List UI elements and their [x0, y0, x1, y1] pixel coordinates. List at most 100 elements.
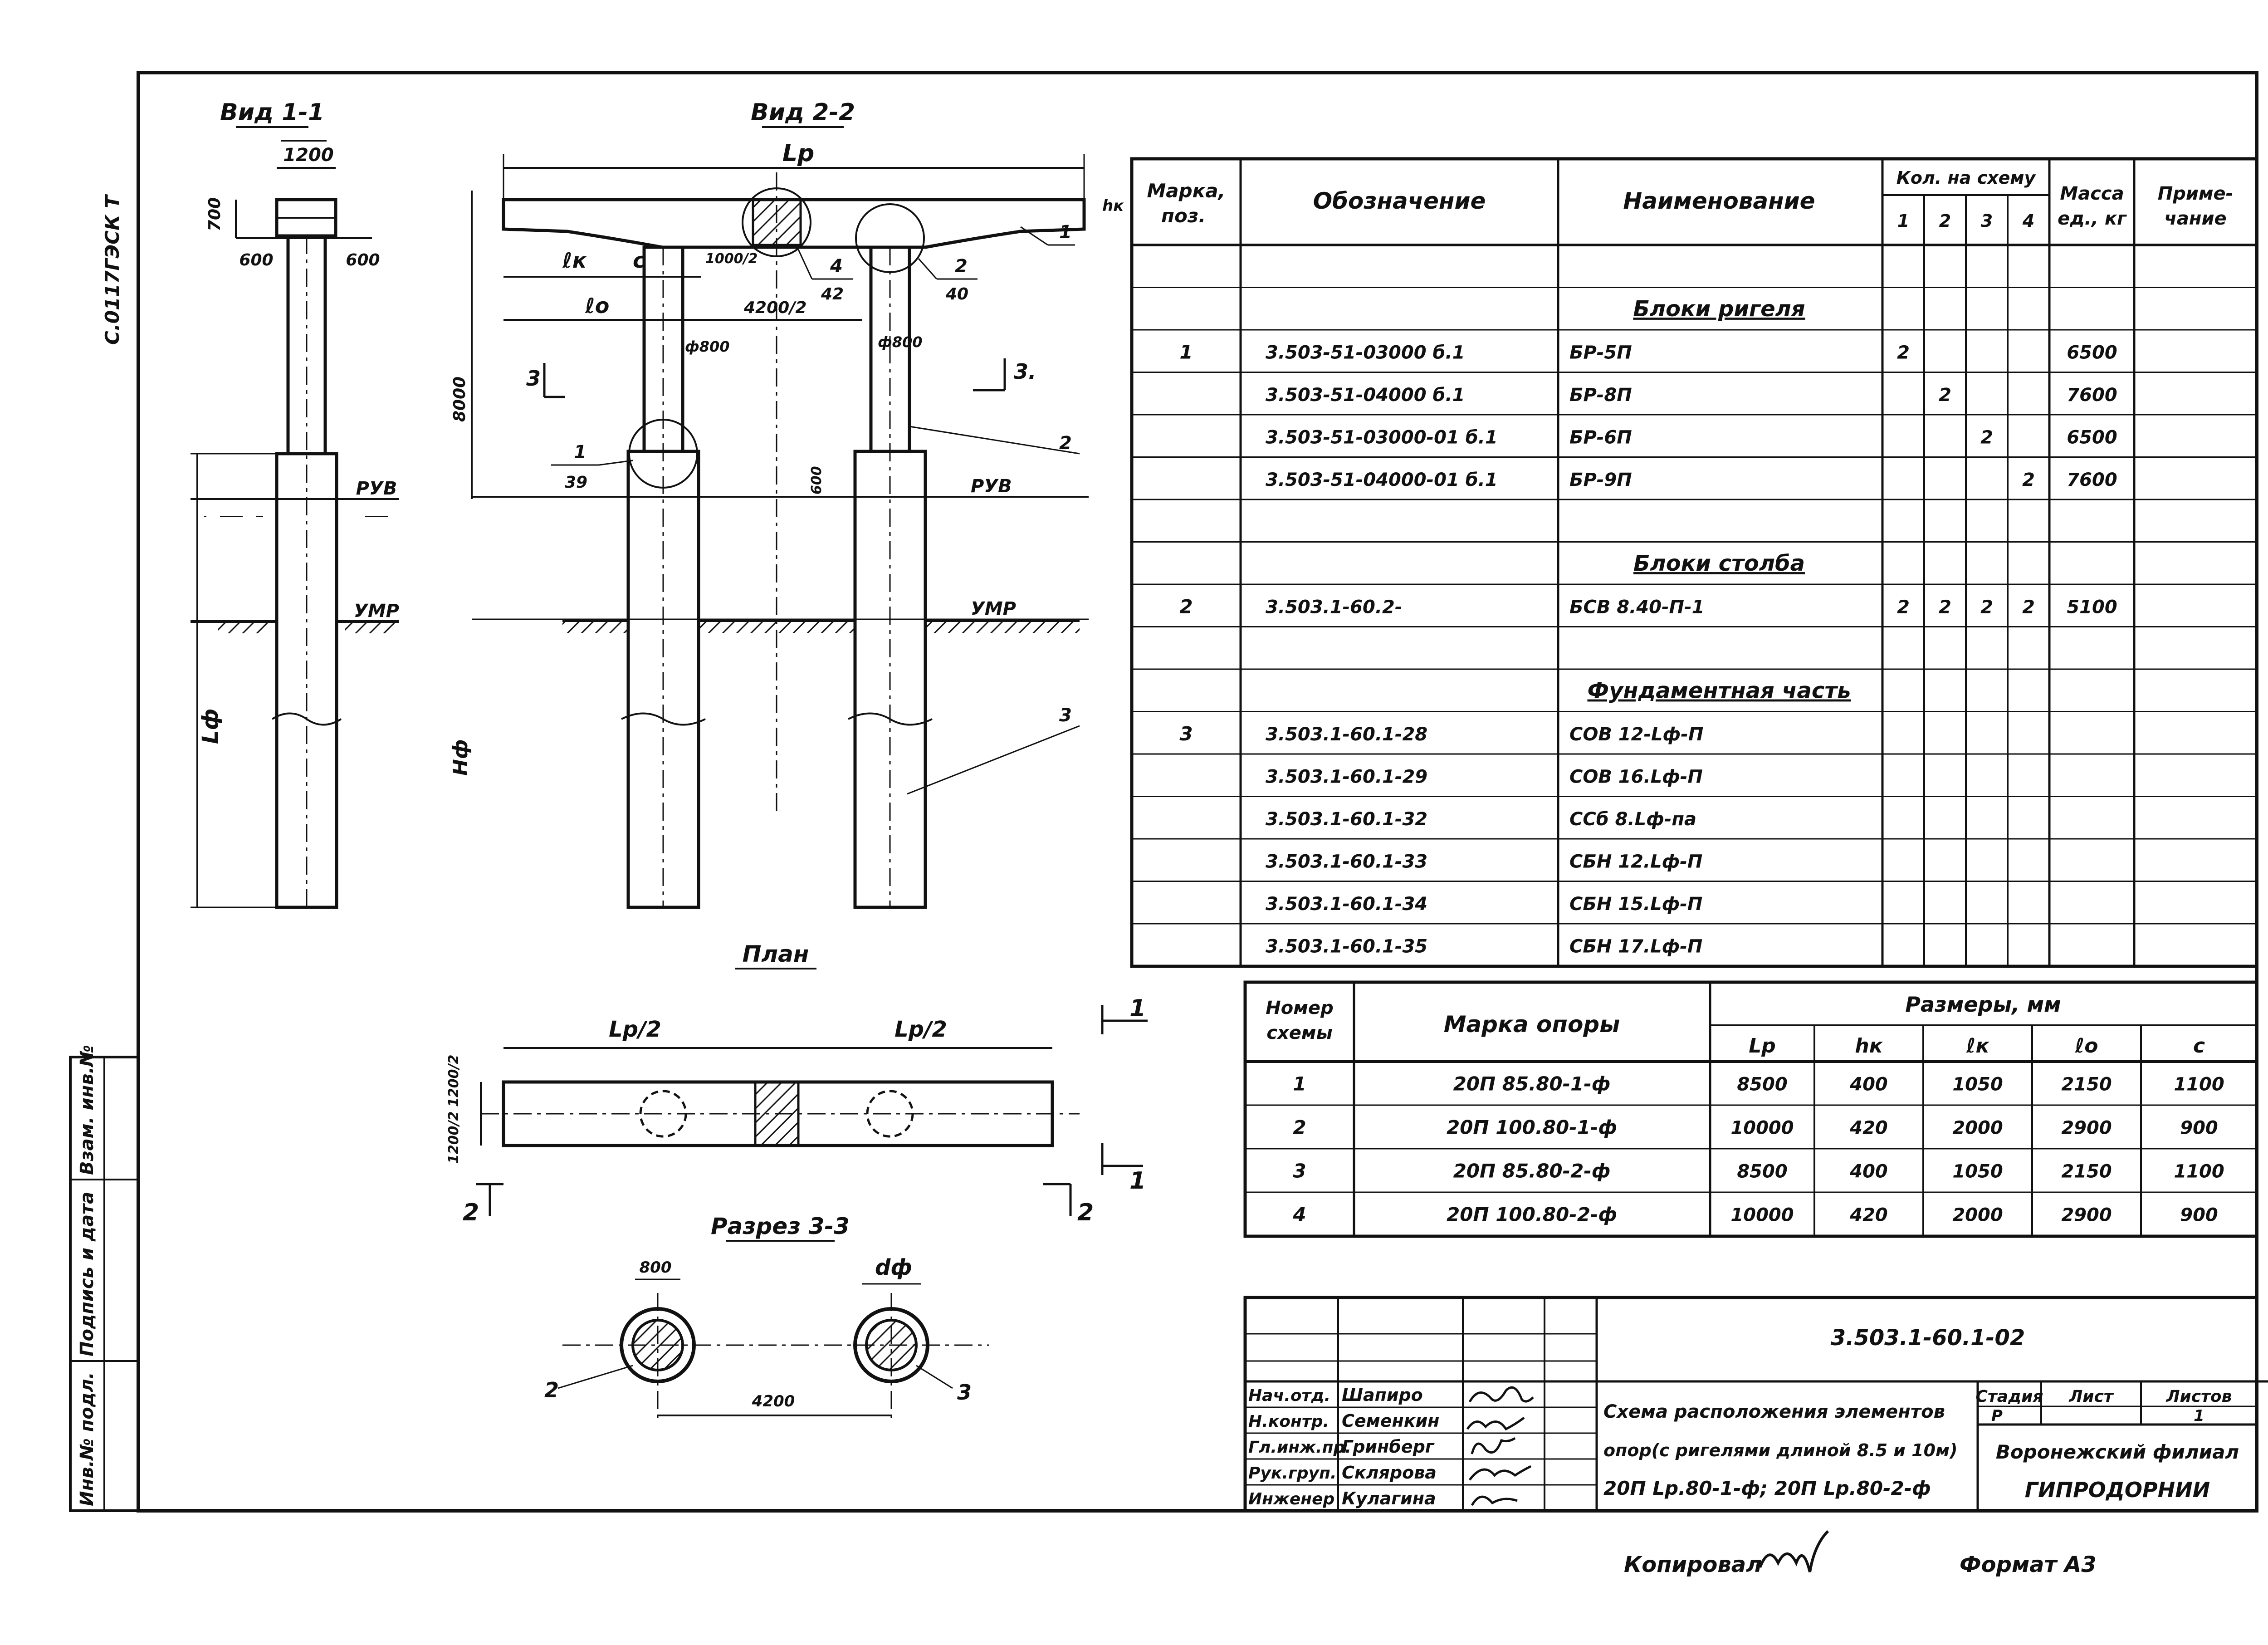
tb-sheets: 1 [2194, 1407, 2204, 1425]
callout-2-ref: 40 [945, 285, 968, 304]
spec-row-mass: 5100 [2067, 597, 2117, 618]
dims-th-Lp: Lр [1749, 1034, 1776, 1058]
dims-row-scheme: 1 [1293, 1072, 1306, 1095]
spec-section-title: Блоки столба [1633, 551, 1805, 576]
tb-sheet-label: Лист [2068, 1387, 2114, 1406]
th-count-3: 3 [1981, 211, 1993, 231]
staff-rows: Нач.отд.ШапироН.контр.СеменкинГл.инж.пр.… [1248, 1385, 1439, 1508]
staff-name: Гринберг [1342, 1437, 1435, 1457]
v22-lp: Lр [782, 140, 814, 167]
spec-row-designation: 3.503-51-03000-01 б.1 [1266, 427, 1498, 448]
v22-half: 4200/2 [743, 299, 807, 317]
spec-row-designation: 3.503-51-03000 б.1 [1266, 343, 1465, 363]
tb-sheets-label: Листов [2166, 1387, 2232, 1406]
staff-name: Шапиро [1342, 1385, 1423, 1405]
dims-row-value: 1050 [1952, 1161, 2003, 1182]
signature-3 [1471, 1437, 1516, 1454]
spec-row-count-4: 2 [2022, 470, 2035, 490]
signature-2 [1466, 1416, 1525, 1431]
spec-row-name: СБН 15.Lф-П [1569, 894, 1702, 915]
tb-stage-label: Стадия [1976, 1387, 2043, 1406]
dims-row-scheme: 2 [1293, 1116, 1306, 1138]
title-block: 3.503.1-60.1-02 Схема расположения элеме… [1243, 1296, 2268, 1513]
signature-4 [1469, 1465, 1532, 1481]
v22-l0: ℓо [585, 294, 609, 318]
plan-w2: 1200/2 [446, 1055, 462, 1107]
tb-title-2: опор(с ригелями длиной 8.5 и 10м) [1603, 1440, 1957, 1460]
dims-row-value: 2150 [2061, 1161, 2112, 1182]
spec-row-mass: 6500 [2067, 427, 2117, 448]
footer-format: Формат А3 [1960, 1552, 2097, 1577]
spec-row-mark: 2 [1179, 596, 1193, 618]
plan-cut-1: 1 [1129, 995, 1146, 1022]
plan-view: План Lр/2 Lр/2 1200/2 1200/2 1 1 2 2 [446, 941, 1148, 1226]
v22-lk: ℓк [562, 248, 587, 273]
th-mark-2: поз. [1161, 205, 1206, 227]
spec-row-designation: 3.503.1-60.1-35 [1266, 936, 1427, 957]
view-1-1: Вид 1-1 1200 700 600 600 Lф РУВ УМР [191, 99, 399, 909]
th-mark-1: Марка, [1147, 180, 1225, 202]
th-note-1: Приме- [2158, 183, 2234, 204]
side-stamp-inv: Инв.№ подл. [77, 1372, 98, 1506]
dims-row-value: 400 [1849, 1074, 1888, 1095]
dims-row-value: 10000 [1730, 1117, 1794, 1138]
spec-row-mass: 7600 [2067, 385, 2117, 406]
dims-th-mark: Марка опоры [1444, 1011, 1620, 1038]
spec-row-designation: 3.503.1-60.1-33 [1266, 852, 1427, 872]
section-d800: 800 [640, 1258, 672, 1277]
v22-mark3b: 3. [1014, 359, 1036, 384]
spec-row-designation: 3.503.1-60.1-32 [1266, 809, 1427, 830]
dims-row-value: 900 [2180, 1117, 2218, 1138]
dims-th-l0: ℓо [2075, 1034, 2098, 1058]
spec-row-name: БР-9П [1569, 470, 1632, 490]
spec-row-mass: 7600 [2067, 470, 2117, 490]
section-df: dф [875, 1255, 912, 1280]
v11-top-dim: 1200 [283, 145, 333, 166]
v11-ruv: РУВ [356, 478, 397, 499]
dims-row-value: 10000 [1730, 1204, 1794, 1225]
spec-row-mark: 1 [1179, 341, 1193, 363]
dims-table: Номер схемы Марка опоры Размеры, мм Lр h… [1243, 980, 2258, 1238]
spec-row-designation: 3.503.1-60.1-34 [1266, 894, 1427, 915]
th-designation: Обозначение [1313, 188, 1486, 214]
spec-row-name: БР-6П [1569, 427, 1632, 448]
side-stamp-sign: Подпись и дата [77, 1192, 98, 1356]
th-mass-1: Масса [2060, 183, 2124, 204]
plan-half2: Lр/2 [894, 1017, 947, 1042]
dims-row-value: 2150 [2061, 1074, 2112, 1095]
dims-row-mark: 20П 85.80-1-ф [1453, 1072, 1611, 1095]
v22-umr: УМР [971, 598, 1016, 619]
v22-hf: Нф [449, 739, 472, 776]
th-name: Наименование [1623, 188, 1815, 214]
spec-row-count-3: 2 [1980, 427, 1993, 448]
dims-row-value: 420 [1849, 1117, 1888, 1138]
v22-h600: 600 [809, 466, 825, 494]
staff-role: Н.контр. [1248, 1412, 1329, 1431]
spec-row-count-1: 2 [1897, 343, 1910, 363]
spec-row-count-1: 2 [1897, 597, 1910, 618]
spec-section-title: Фундаментная часть [1587, 678, 1851, 704]
callout-1-ref: 39 [565, 473, 587, 492]
spec-row-name: СОВ 16.Lф-П [1569, 767, 1703, 788]
dims-row-value: 2900 [2061, 1204, 2112, 1225]
dims-row-value: 2900 [2061, 1117, 2112, 1138]
spec-row-designation: 3.503.1-60.1-28 [1266, 724, 1427, 745]
staff-role: Нач.отд. [1248, 1386, 1330, 1405]
section-m3: 3 [957, 1380, 972, 1405]
th-count-2: 2 [1939, 211, 1951, 231]
spec-row-name: СБН 17.Lф-П [1569, 936, 1702, 957]
signature-1 [1468, 1386, 1534, 1403]
spec-table: Марка, поз. Обозначение Наименование Кол… [1130, 157, 2258, 968]
v22-d1000: 1000/2 [705, 251, 758, 267]
th-note-2: чание [2164, 208, 2226, 229]
spec-row-count-4: 2 [2022, 597, 2035, 618]
view-1-1-title: Вид 1-1 [220, 99, 324, 126]
tb-title-1: Схема расположения элементов [1603, 1401, 1945, 1422]
plan-title: План [743, 941, 809, 967]
plan-half1: Lр/2 [609, 1017, 661, 1042]
dims-row-value: 8500 [1737, 1161, 1787, 1182]
th-count-4: 4 [2022, 211, 2034, 231]
v22-rigel [502, 198, 1086, 249]
